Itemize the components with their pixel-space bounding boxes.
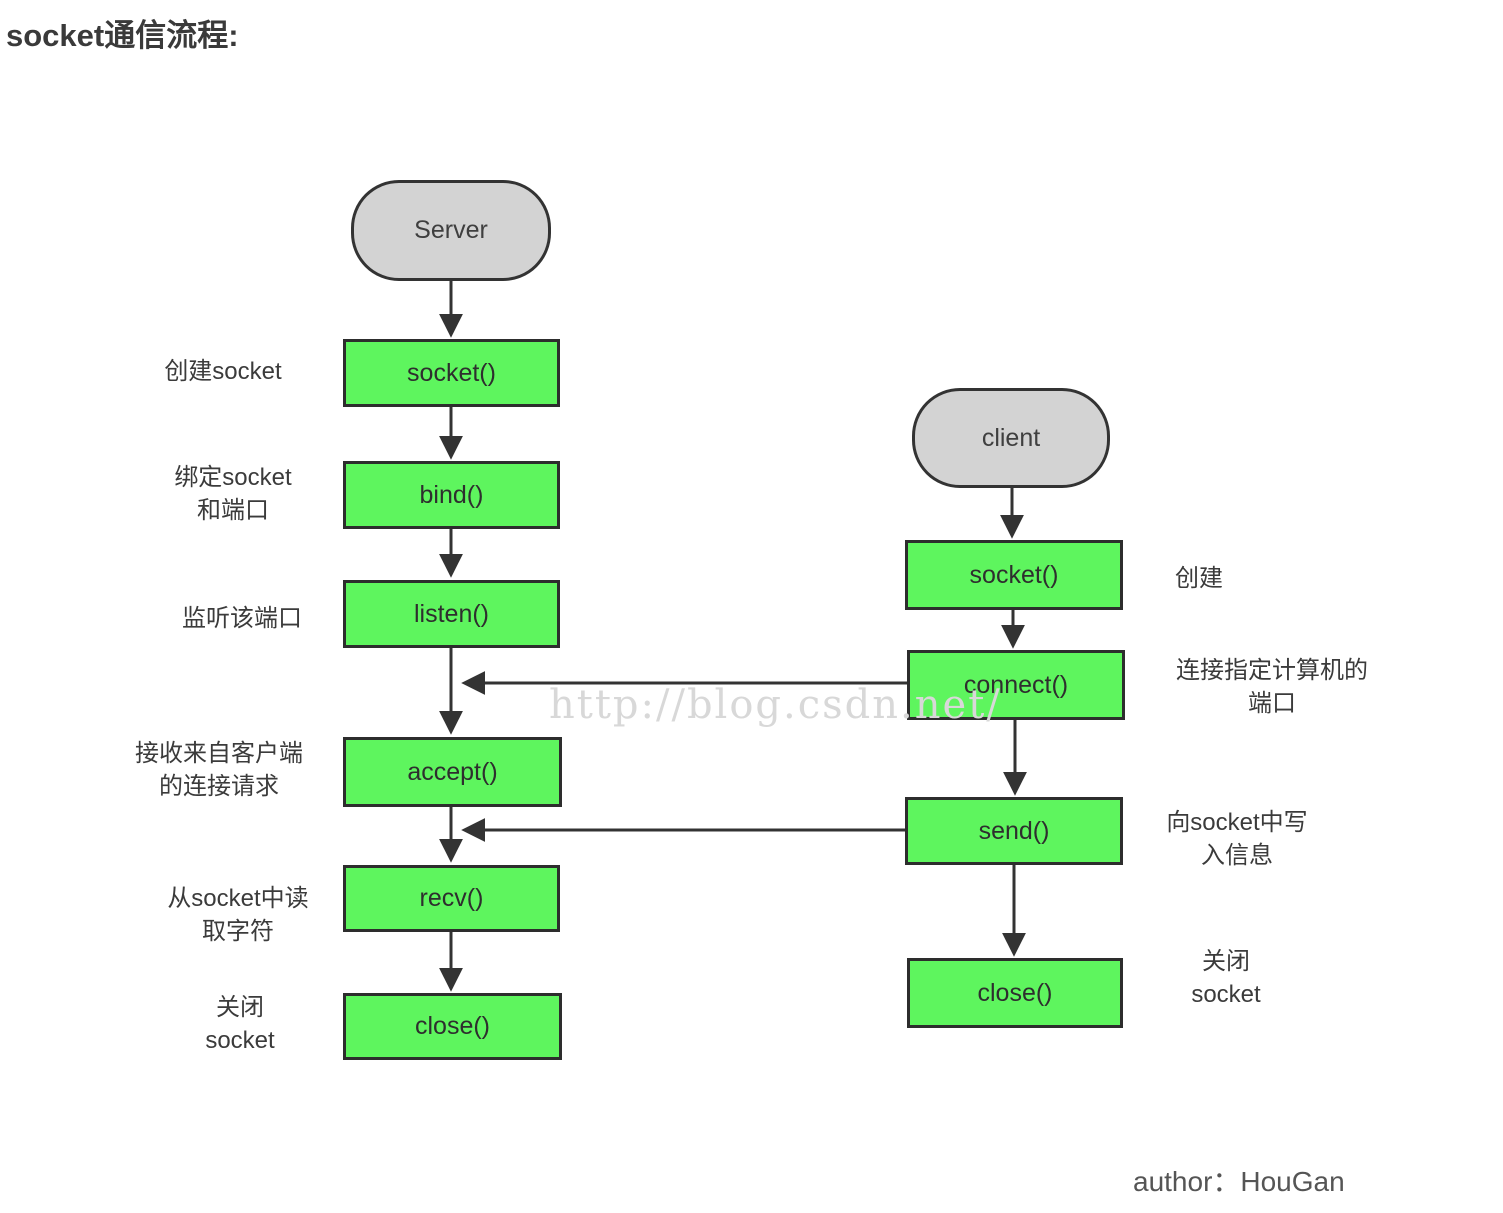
note-create: 创建 [1175,565,1223,592]
server-node-recv: recv() [343,865,560,932]
client-node-close: close() [907,958,1123,1028]
server-node-listen: listen() [343,580,560,648]
note-close-client: 关闭 socket [1191,948,1261,1008]
server-node-accept: accept() [343,737,562,807]
client-node-connect: connect() [907,650,1125,720]
server-node-socket: socket() [343,339,560,407]
server-node-bind: bind() [343,461,560,529]
note-connect-port: 连接指定计算机的 端口 [1176,657,1368,717]
note-send-info: 向socket中写 入信息 [1166,809,1308,869]
note-listen-port: 监听该端口 [182,605,302,632]
client-terminal-node: client [912,388,1110,488]
page-title: socket通信流程: [6,18,239,53]
client-node-socket: socket() [905,540,1123,610]
note-bind-socket: 绑定socket 和端口 [174,464,292,524]
note-close-server: 关闭 socket [205,994,275,1054]
author-credit: author：HouGan [1133,1166,1345,1197]
note-accept-request: 接收来自客户端 的连接请求 [135,740,303,800]
server-terminal-node: Server [351,180,551,281]
csdn-watermark: http://blog.csdn.net/ [549,682,1002,728]
client-node-send: send() [905,797,1123,865]
note-recv-chars: 从socket中读 取字符 [167,885,309,945]
server-node-close: close() [343,993,562,1060]
note-create-socket: 创建socket [164,358,282,385]
